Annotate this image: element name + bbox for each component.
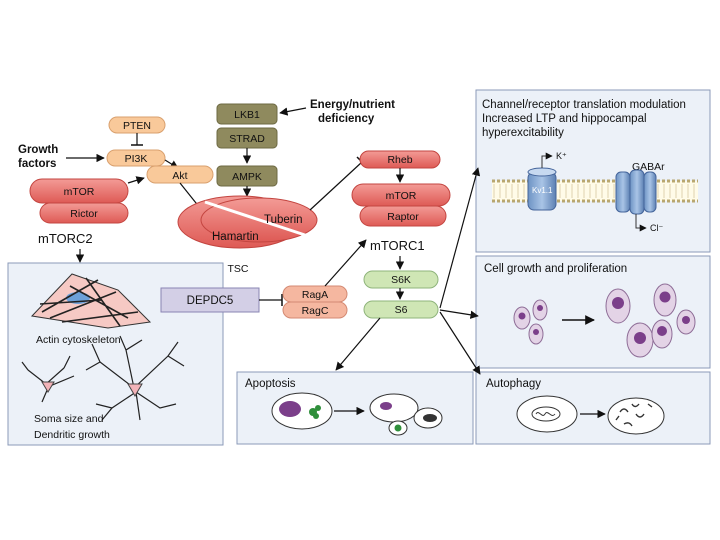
kv-channel-icon: [527, 167, 557, 211]
hamartin-label: Hamartin: [212, 231, 259, 243]
ampk-label: AMPK: [232, 171, 262, 183]
s6-to-channel-arrow: [439, 167, 481, 309]
gabar-channel-icon: [615, 169, 657, 215]
tsc-inhibits-rheb: [309, 161, 363, 211]
lkb1-node: [216, 103, 278, 125]
s6-label: S6: [395, 304, 408, 316]
lkb1-label: LKB1: [234, 109, 260, 121]
rag-to-mtorc1-arrow: [324, 239, 367, 287]
large-cells-nuclei: [612, 291, 690, 344]
tuberin-label: Tuberin: [264, 214, 303, 226]
actin-label: Actin cytoskeleton: [36, 334, 121, 346]
small-cells-nuclei: [518, 305, 543, 335]
strad-label: STRAD: [229, 133, 265, 145]
energy-to-lkb1-arrow: [279, 107, 307, 116]
pi3k-label: PI3K: [125, 153, 148, 165]
tsc-label: TSC: [228, 263, 249, 275]
mtorc2-to-akt-arrow: [127, 176, 145, 185]
apoptosis-cell-icon: [271, 392, 333, 430]
s6-to-growth-arrow: [439, 309, 479, 319]
depdc5-label: DEPDC5: [187, 295, 234, 307]
growth-title: Cell growth and proliferation: [484, 263, 627, 275]
channel-panel: [475, 89, 711, 253]
mtorc1-label: mTORC1: [370, 238, 425, 253]
autophagosome-icon: [607, 397, 665, 435]
ragc-label: RagC: [302, 305, 329, 317]
autophagy-title: Autophagy: [486, 378, 541, 390]
pten-label: PTEN: [123, 120, 151, 132]
large-neuron-icon: [85, 335, 185, 421]
mtorc2-mtor-label: mTOR: [64, 186, 95, 198]
energy-label: Energy/nutrient deficiency: [310, 99, 398, 125]
ragc-node: [282, 301, 348, 319]
mtorc2-label: mTORC2: [38, 231, 93, 246]
rictor-node: [39, 202, 129, 224]
autophagy-cell-icon: [516, 395, 578, 433]
rictor-label: Rictor: [70, 208, 98, 220]
raptor-label: Raptor: [387, 211, 419, 223]
mtorc1-mtor-label: mTOR: [386, 190, 417, 202]
akt-label: Akt: [172, 170, 187, 182]
s6-to-apoptosis-arrow: [335, 317, 381, 371]
raga-label: RagA: [302, 289, 328, 301]
k-efflux-arrow: [541, 152, 553, 168]
raptor-node: [359, 205, 447, 227]
depdc5-node: [160, 287, 260, 313]
membrane-bilayer: [492, 179, 698, 203]
autophagy-panel: [475, 371, 711, 445]
pi3k-node: [106, 149, 166, 167]
small-neuron-soma: [41, 381, 55, 393]
kv-label: Kv1.1: [532, 186, 553, 195]
large-neuron-soma: [127, 383, 143, 397]
k-ion-label: K⁺: [556, 151, 567, 161]
actin-cytoskeleton-cell-icon: [30, 273, 152, 329]
channel-text: Channel/receptor translation modulation …: [482, 99, 689, 139]
growth-factors-label: Growth factors: [18, 144, 61, 170]
s6-node: [363, 300, 439, 319]
soma-label: Soma size and Dendritic growth: [34, 413, 110, 441]
s6k-label: S6K: [391, 274, 411, 286]
apoptotic-bodies-icon: [369, 393, 443, 436]
rheb-label: Rheb: [387, 154, 412, 166]
tsc-complex: [177, 195, 318, 249]
apoptosis-title: Apoptosis: [245, 378, 296, 390]
cl-ion-label: Cl⁻: [650, 223, 663, 233]
small-neuron-icon: [21, 355, 75, 403]
s6-to-autophagy-arrow: [439, 311, 481, 375]
s6k-node: [363, 270, 439, 289]
cl-influx-arrow: [635, 214, 647, 232]
